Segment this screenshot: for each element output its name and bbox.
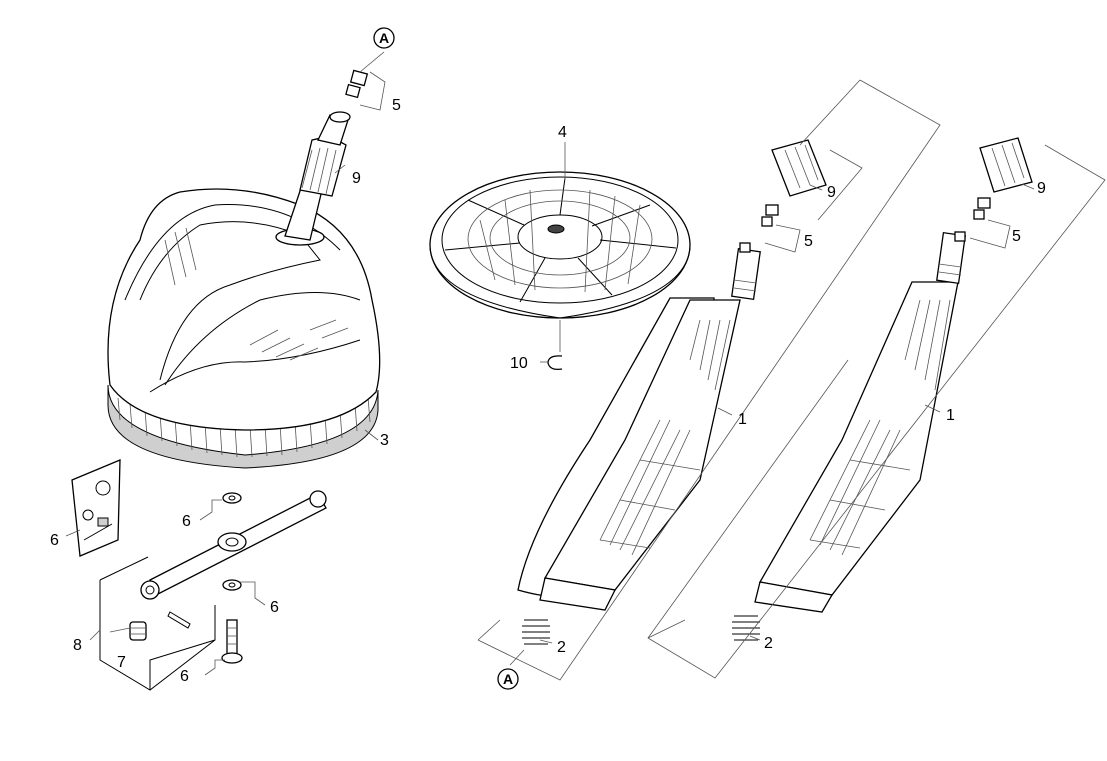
adapter-middle: [771, 139, 827, 197]
lance-right: [732, 231, 966, 641]
nipple-top: [345, 69, 369, 99]
bracket-8: [99, 556, 216, 691]
adapter-right: [979, 137, 1033, 193]
lance-middle: [517, 247, 761, 645]
spray-arm: [129, 490, 327, 664]
leader-lines: [65, 51, 1035, 676]
callout-6-bottom: 6: [180, 668, 189, 685]
ref-marker-top: A: [379, 30, 389, 46]
kit-frame-right: [647, 144, 1106, 679]
ref-marker-bottom-circle: [497, 668, 519, 690]
callout-9-middle: 9: [827, 184, 836, 201]
callout-10: 10: [510, 355, 528, 372]
kit-frame-middle: [477, 79, 941, 681]
callout-4: 4: [558, 124, 567, 141]
callout-8: 8: [73, 637, 82, 654]
callout-6-top: 6: [182, 513, 191, 530]
callout-1-middle: 1: [738, 411, 747, 428]
callout-6-left: 6: [50, 532, 59, 549]
callout-9-right: 9: [1037, 180, 1046, 197]
ref-marker-top-circle: [373, 27, 395, 49]
callout-9-top: 9: [352, 170, 361, 187]
brush-disc: [429, 171, 691, 319]
surface-cleaner-housing: [107, 188, 381, 469]
nipple-right: [954, 197, 991, 242]
kit-frame-adapter-middle: [817, 149, 863, 221]
callout-5-top: 5: [392, 97, 401, 114]
callout-7: 7: [117, 654, 126, 671]
clip: [547, 355, 563, 371]
callout-5-middle: 5: [804, 233, 813, 250]
callout-3: 3: [380, 432, 389, 449]
adapter-nozzle-top: [284, 111, 351, 241]
callout-2-right: 2: [764, 635, 773, 652]
callout-5-right: 5: [1012, 228, 1021, 245]
ref-marker-bottom: A: [503, 671, 513, 687]
nipple-middle: [739, 204, 779, 253]
callout-1-right: 1: [946, 407, 955, 424]
callout-6-right: 6: [270, 599, 279, 616]
callout-2-middle: 2: [557, 639, 566, 656]
parts-plate: [71, 459, 121, 557]
